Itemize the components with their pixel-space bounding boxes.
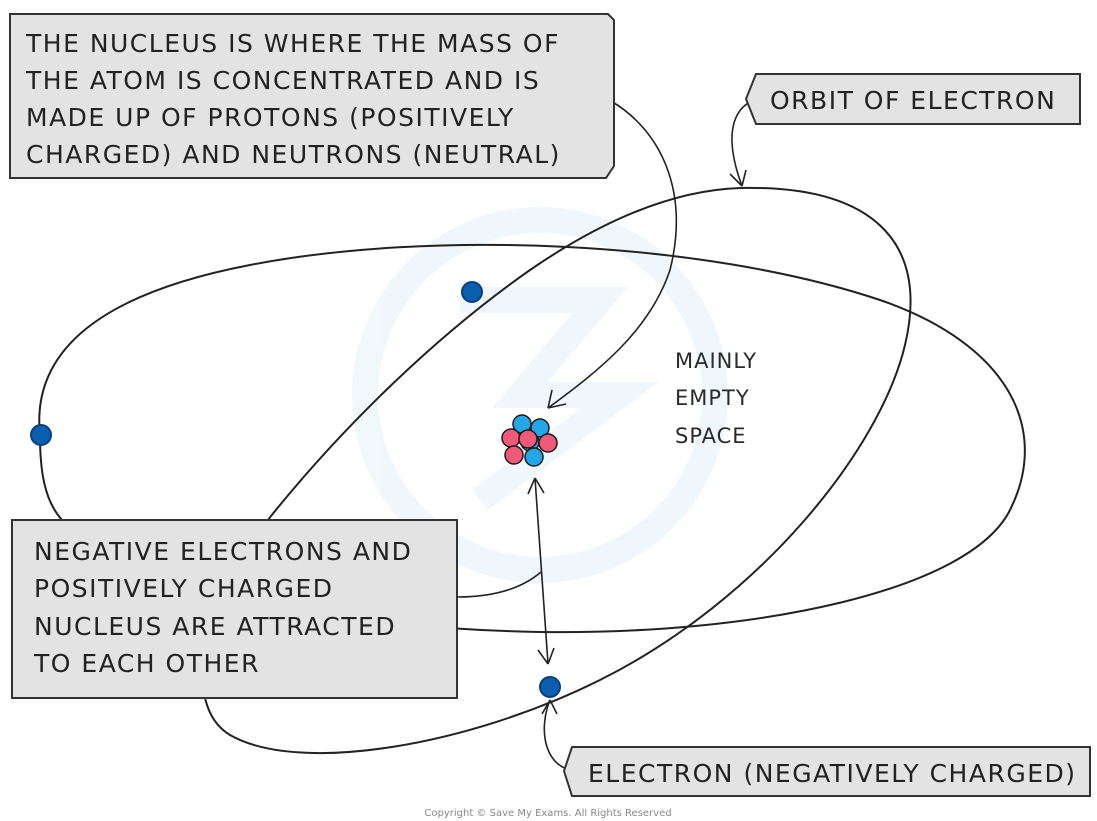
orbit-label-text: ORBIT OF ELECTRON [770, 86, 1056, 115]
orbit-label-box: ORBIT OF ELECTRON [744, 73, 1081, 125]
nucleus [501, 414, 558, 467]
copyright-notice: Copyright © Save My Exams. All Rights Re… [424, 808, 671, 819]
attraction-double-arrow [456, 477, 555, 665]
electron-top [461, 281, 483, 303]
proton-particle [518, 429, 538, 449]
nucleus-label-line-2: THE ATOM IS CONCENTRATED AND IS [25, 66, 540, 95]
orbit-ring-2 [201, 186, 912, 755]
nucleus-label-line-3: MADE UP OF PROTONS (POSITIVELY [26, 103, 515, 132]
proton-particle [504, 445, 524, 465]
empty-space-line-1: MAINLY [675, 349, 757, 373]
proton-particle [501, 428, 521, 448]
neutron-particle [524, 447, 544, 467]
nucleus-label-box: THE NUCLEUS IS WHERE THE MASS OF THE ATO… [9, 13, 615, 179]
attraction-label-line-3: NUCLEUS ARE ATTRACTED [34, 612, 396, 641]
attraction-label-line-4: TO EACH OTHER [33, 649, 260, 678]
electron-label-text: ELECTRON (NEGATIVELY CHARGED) [588, 759, 1077, 788]
electron-left [30, 424, 52, 446]
neutron-particle [530, 418, 550, 438]
attraction-label-box: NEGATIVE ELECTRONS AND POSITIVELY CHARGE… [11, 519, 458, 699]
nucleus-label-line-1: THE NUCLEUS IS WHERE THE MASS OF [25, 29, 560, 58]
empty-space-line-2: EMPTY [675, 386, 750, 410]
empty-space-line-3: SPACE [675, 424, 747, 448]
electron-label-box: ELECTRON (NEGATIVELY CHARGED) [562, 746, 1091, 797]
attraction-label-line-2: POSITIVELY CHARGED [34, 574, 334, 603]
proton-particle [538, 433, 558, 453]
nucleus-label-line-4: CHARGED) AND NEUTRONS (NEUTRAL) [26, 140, 561, 169]
empty-space-label: MAINLY EMPTY SPACE [675, 349, 757, 448]
watermark-logo [352, 207, 728, 583]
attraction-label-line-1: NEGATIVE ELECTRONS AND [34, 537, 412, 566]
electron-bottom [539, 676, 561, 698]
